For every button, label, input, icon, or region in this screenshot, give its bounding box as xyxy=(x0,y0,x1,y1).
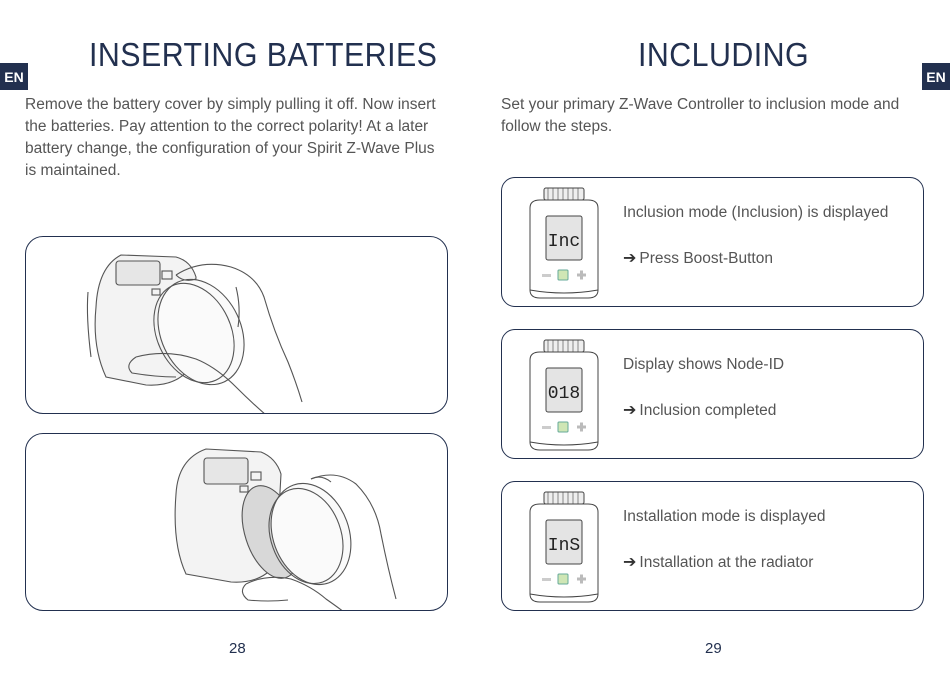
page-number-right: 29 xyxy=(705,640,722,657)
step-description: Display shows Node-ID xyxy=(623,356,785,373)
thermostat-display-icon: 018 xyxy=(529,339,599,451)
intro-paragraph-right: Set your primary Z-Wave Controller to in… xyxy=(501,96,900,135)
step-card-installation-mode: InS Installation mode is displayed ➔Inst… xyxy=(501,481,924,611)
display-text: 018 xyxy=(548,384,580,404)
hand-inserting-batteries-illustration xyxy=(174,448,397,610)
step-action-label: Press Boost-Button xyxy=(639,250,773,267)
display-text: Inc xyxy=(548,232,580,252)
step-action: ➔Press Boost-Button xyxy=(623,248,773,268)
arrow-right-icon: ➔ xyxy=(623,402,637,419)
arrow-right-icon: ➔ xyxy=(623,250,637,267)
page-number-left: 28 xyxy=(229,640,246,657)
hand-with-thermostat-illustration xyxy=(86,254,303,413)
thermostat-display-icon: InS xyxy=(529,491,599,603)
page-title-left: INSERTING BATTERIES xyxy=(89,36,438,73)
page-title-right: INCLUDING xyxy=(638,36,810,73)
step-description: Inclusion mode (Inclusion) is displayed xyxy=(623,204,889,221)
step-description: Installation mode is displayed xyxy=(623,508,826,525)
step-action-label: Installation at the radiator xyxy=(639,554,814,571)
arrow-right-icon: ➔ xyxy=(623,554,637,571)
step-card-inclusion-mode: Inc Inclusion mode (Inclusion) is displa… xyxy=(501,177,924,307)
thermostat-display-icon: Inc xyxy=(529,187,599,299)
display-text: InS xyxy=(548,536,580,556)
language-tab-right: EN xyxy=(922,63,950,90)
language-tab-left: EN xyxy=(0,63,28,90)
illustration-remove-cover xyxy=(25,236,448,414)
illustration-insert-batteries xyxy=(25,433,448,611)
step-action-label: Inclusion completed xyxy=(639,402,777,419)
step-action: ➔Installation at the radiator xyxy=(623,552,813,572)
step-action: ➔Inclusion completed xyxy=(623,400,776,420)
intro-paragraph-left: Remove the battery cover by simply pulli… xyxy=(25,96,436,179)
step-card-node-id: 018 Display shows Node-ID ➔Inclusion com… xyxy=(501,329,924,459)
